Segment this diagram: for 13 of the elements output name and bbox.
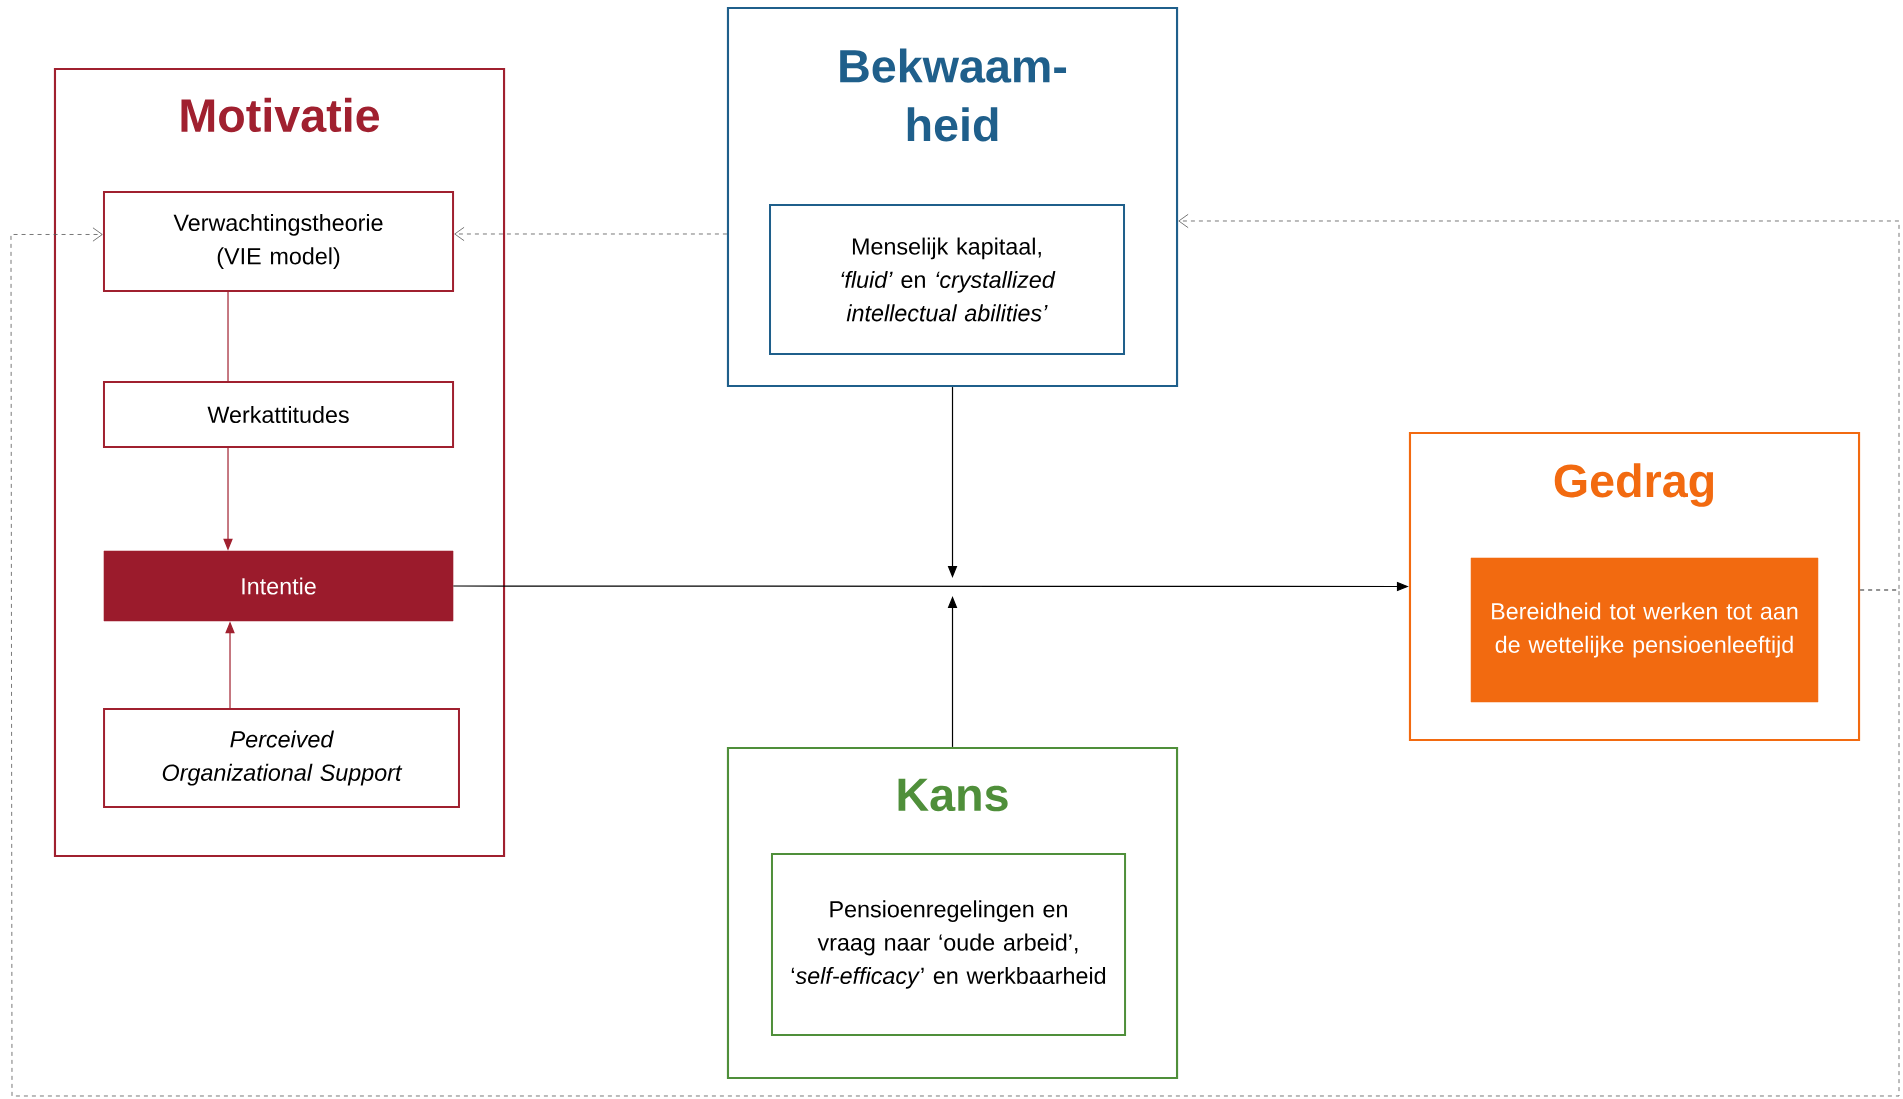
panel-title: Bekwaam-heid bbox=[840, 48, 1067, 142]
highlight-box: Intentie bbox=[103, 550, 454, 622]
text-box: Pensioenregelingen en vraag naar ‘oude arbeid’, ‘self-efficacy’ en werkbaarheid bbox=[771, 852, 1127, 1037]
arrow bbox=[454, 226, 728, 242]
panel-title: Gedrag bbox=[1554, 463, 1714, 507]
highlight-box: Bereidheid tot werken tot aan de wettelijke pensioenleeftijd bbox=[1470, 557, 1819, 703]
panel-title: Kans bbox=[898, 778, 1008, 812]
text-box: Menselijk kapitaal, ‘fluid’ en ‘crystallized intellectual abilities’ bbox=[769, 203, 1125, 356]
panel-title: Motivatie bbox=[181, 97, 380, 133]
text-box: Werkattitudes bbox=[103, 380, 455, 449]
text-box: Verwachtingstheorie (VIE model) bbox=[103, 191, 455, 292]
text-box: Perceived Organizational Support bbox=[103, 708, 460, 808]
arrow bbox=[10, 227, 1900, 1097]
